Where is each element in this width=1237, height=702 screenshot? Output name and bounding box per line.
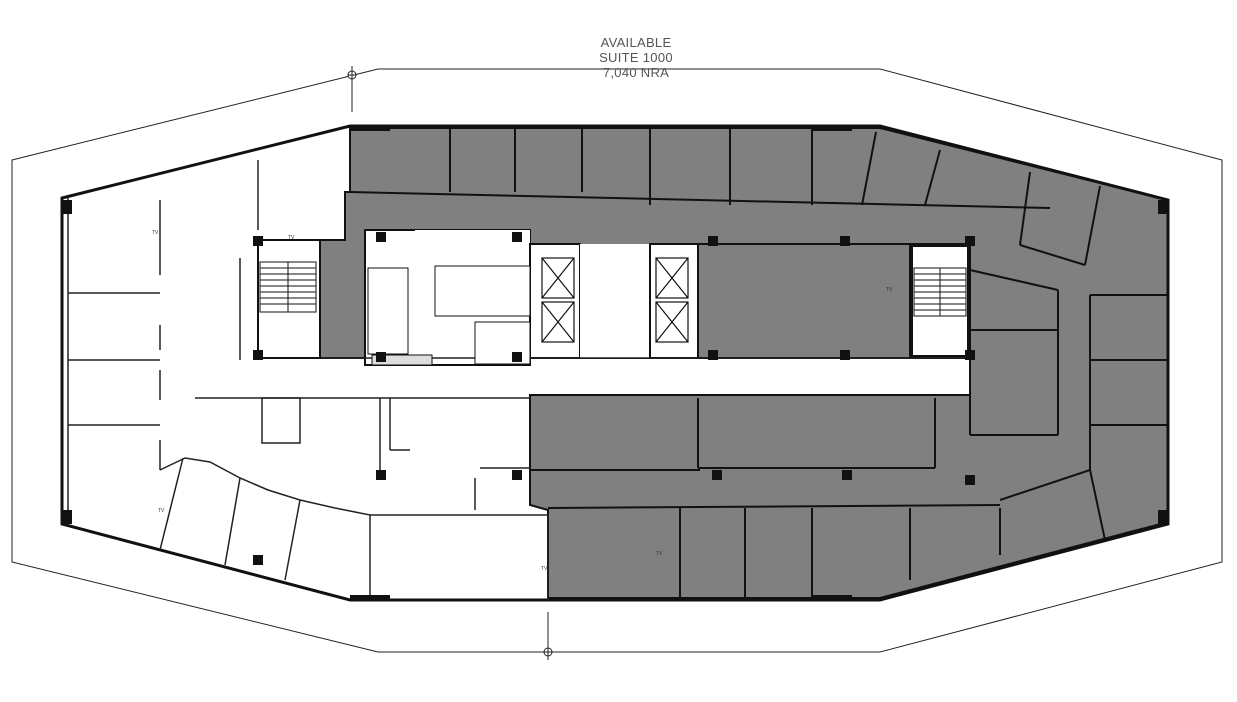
suite-area: 7,040 NRA bbox=[602, 65, 670, 80]
availability-status: AVAILABLE bbox=[600, 35, 672, 50]
site-boundary bbox=[11, 68, 1223, 653]
elevator-icon bbox=[541, 257, 689, 343]
room-label: TV bbox=[886, 287, 893, 293]
stair-icon bbox=[257, 239, 969, 359]
room-label: TV bbox=[152, 230, 159, 236]
column-icon bbox=[62, 126, 1168, 600]
room-label: TV bbox=[288, 235, 295, 241]
room-label: TV bbox=[541, 566, 548, 572]
restroom-fixtures bbox=[367, 265, 531, 366]
suite-label: AVAILABLE SUITE 1000 7,040 NRA bbox=[536, 35, 736, 80]
room-label: TV bbox=[158, 508, 165, 514]
section-marker-icon bbox=[543, 612, 553, 660]
section-marker-icon bbox=[347, 66, 357, 112]
room-label: TV bbox=[656, 551, 663, 557]
suite-walls bbox=[349, 126, 1168, 600]
suite-number: SUITE 1000 bbox=[599, 50, 673, 65]
